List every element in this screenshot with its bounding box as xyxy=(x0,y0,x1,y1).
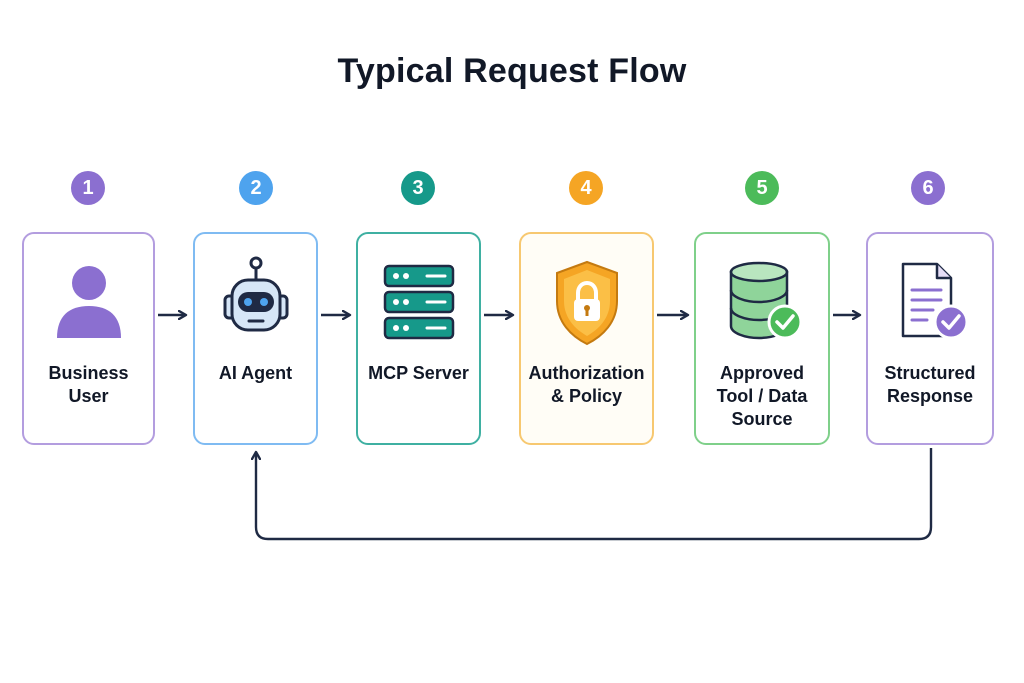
database-check-icon xyxy=(696,256,828,346)
document-check-icon xyxy=(868,256,992,346)
step-label: Structured Response xyxy=(884,363,976,406)
shield-lock-icon xyxy=(521,256,652,346)
step-box-approved-tool: Approved Tool / Data Source xyxy=(694,232,830,445)
step-box-mcp-server: MCP Server xyxy=(356,232,481,445)
step-label: AI Agent xyxy=(218,363,293,383)
step-box-authorization-policy: Authorization & Policy xyxy=(519,232,654,445)
step-box-ai-agent: AI Agent xyxy=(193,232,318,445)
step-label: Business User xyxy=(48,363,129,406)
server-icon xyxy=(358,256,479,346)
user-icon xyxy=(24,256,153,346)
step-number-4: 4 xyxy=(569,171,603,205)
step-number-5: 5 xyxy=(745,171,779,205)
return-arrow-6-to-2 xyxy=(256,448,933,541)
step-number-1: 1 xyxy=(71,171,105,205)
step-number-6: 6 xyxy=(911,171,945,205)
step-box-structured-response: Structured Response xyxy=(866,232,994,445)
step-label: MCP Server xyxy=(368,363,469,383)
robot-icon xyxy=(195,256,316,346)
step-box-business-user: Business User xyxy=(22,232,155,445)
diagram-title: Typical Request Flow xyxy=(337,52,687,90)
step-label: Authorization & Policy xyxy=(528,363,645,406)
step-number-3: 3 xyxy=(401,171,435,205)
step-number-2: 2 xyxy=(239,171,273,205)
step-label: Approved Tool / Data Source xyxy=(716,363,808,429)
